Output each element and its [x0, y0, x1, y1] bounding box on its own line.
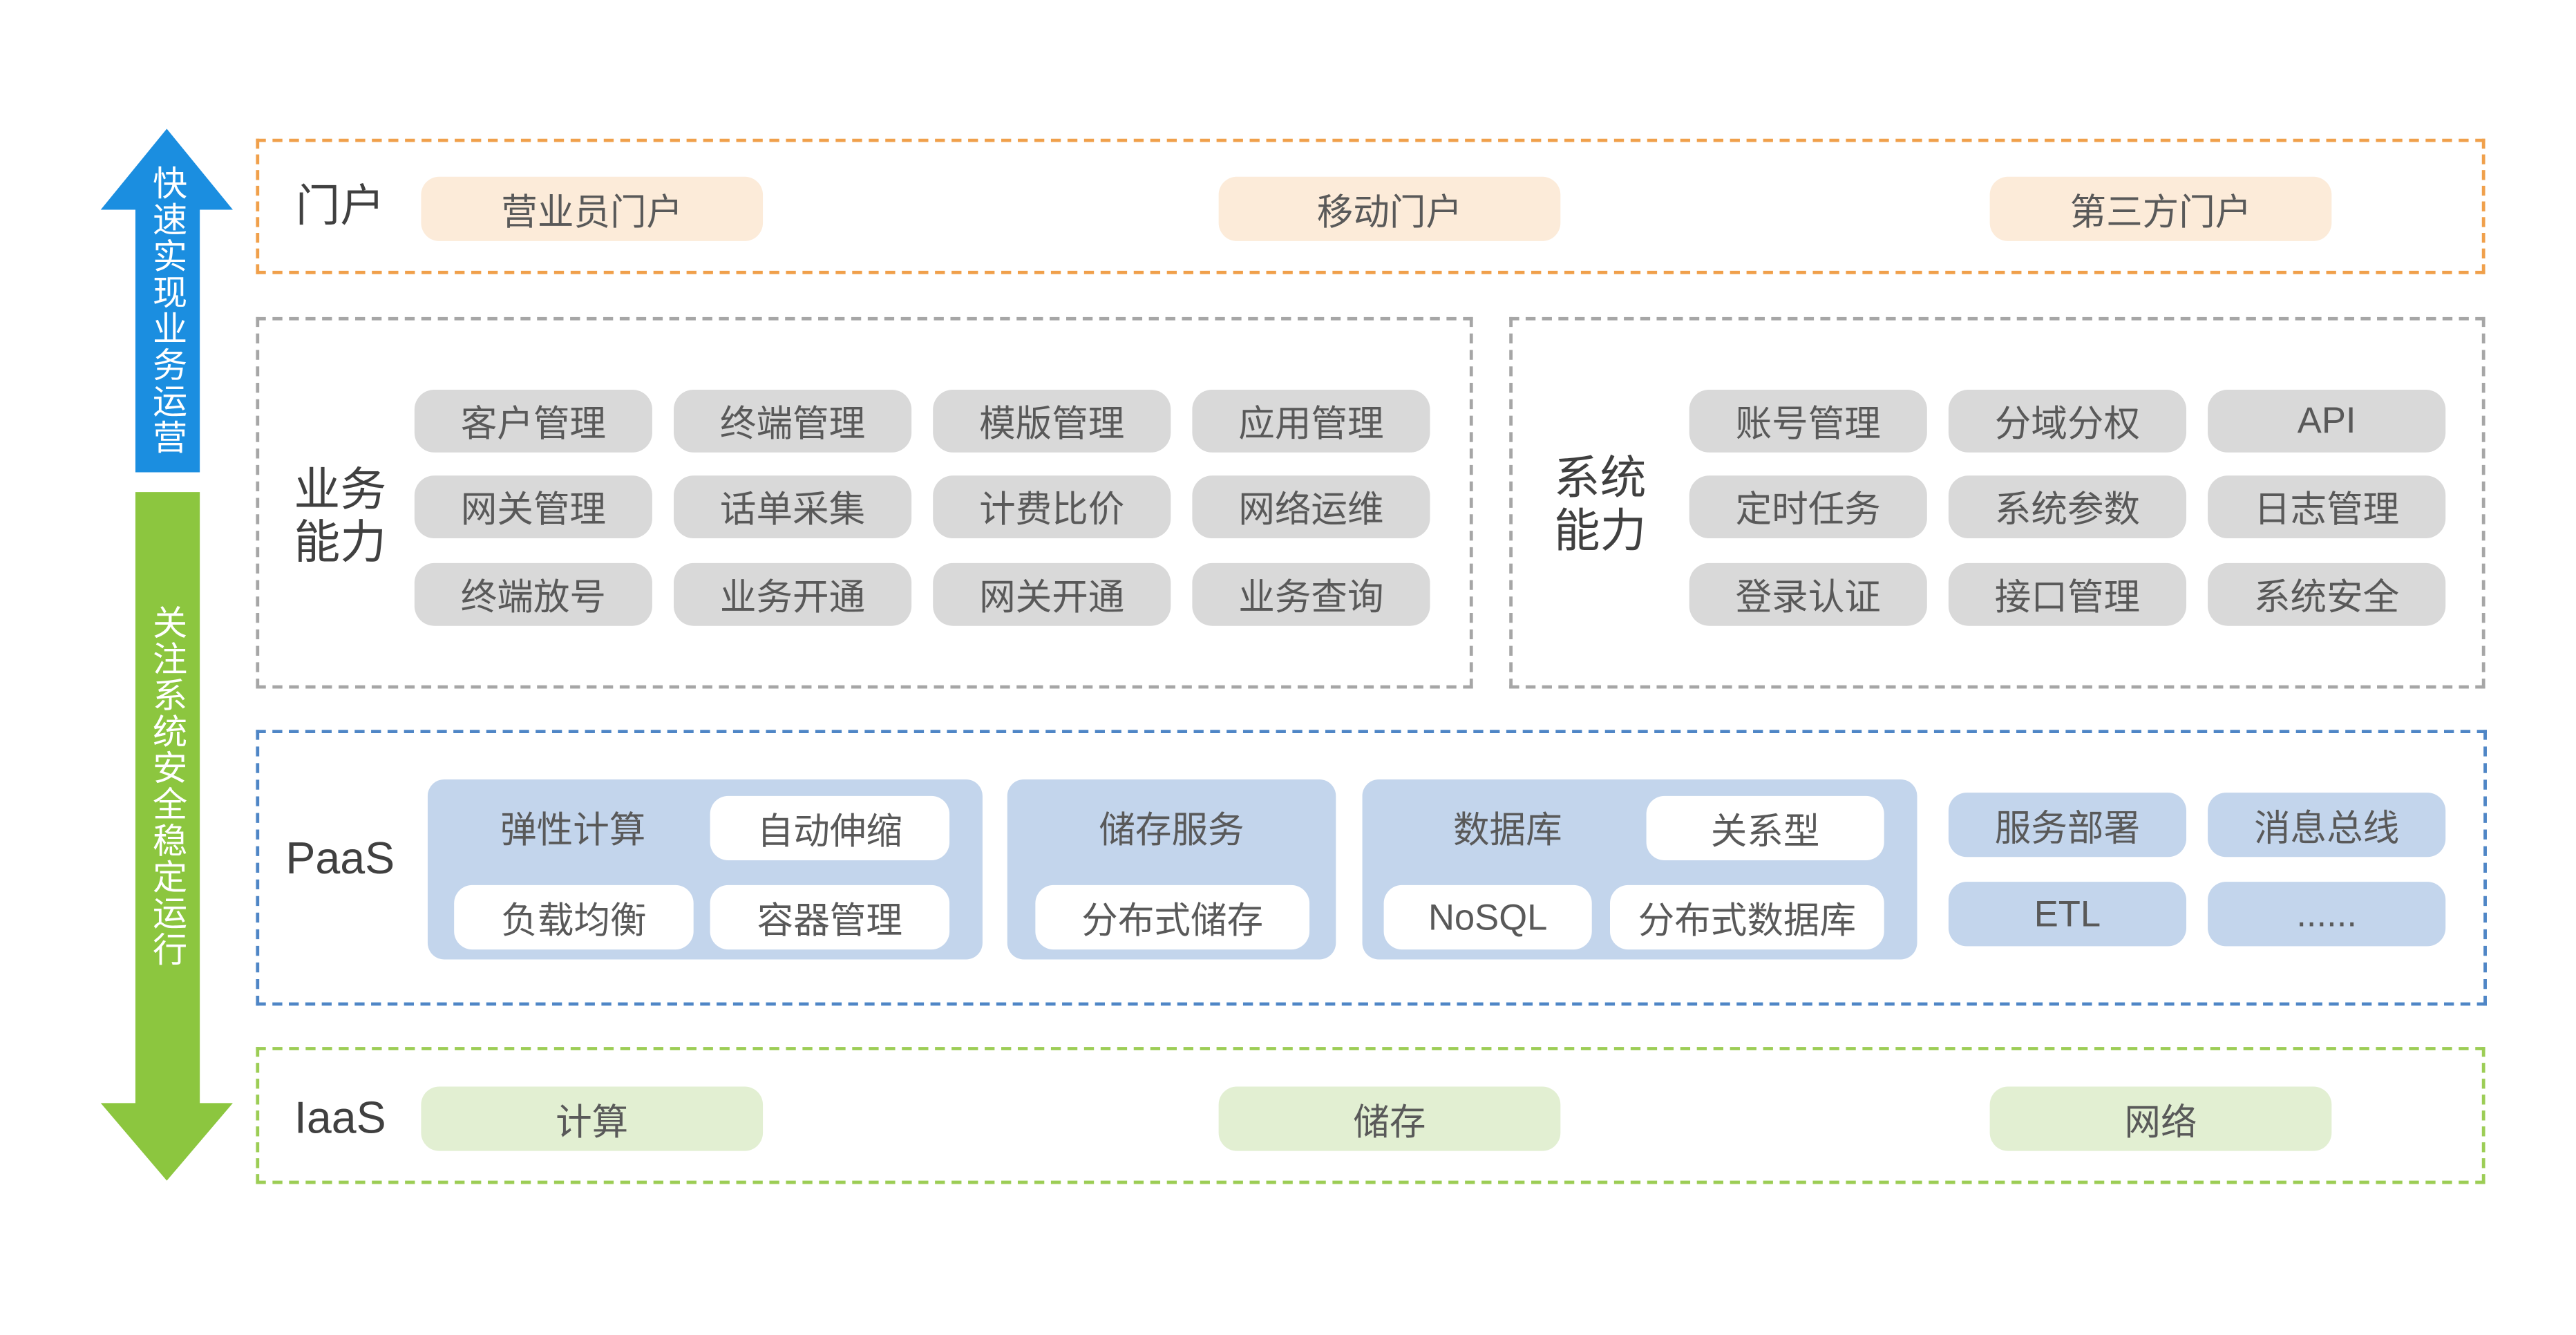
- system-item: API: [2208, 389, 2446, 453]
- iaas-layer: IaaS 计算 储存 网络: [256, 1047, 2485, 1184]
- up-arrow: [100, 129, 233, 473]
- system-label-line2: 能力: [1553, 505, 1647, 557]
- business-item: 模版管理: [933, 389, 1171, 453]
- elastic-compute-title: 弹性计算: [500, 808, 646, 851]
- business-capability-layer: 业务 能力 客户管理 终端管理 模版管理 应用管理 网关管理 话单采集 计费比价…: [256, 316, 1473, 689]
- system-item: 系统参数: [1948, 475, 2187, 539]
- iaas-label: IaaS: [294, 1093, 386, 1143]
- paas-service-item: ......: [2208, 882, 2446, 947]
- down-arrow-text: 关注系统安全稳定运行: [149, 604, 187, 968]
- business-label-line1: 业务: [294, 464, 387, 515]
- elastic-item: 容器管理: [710, 884, 950, 950]
- database-group: 数据库 关系型 NoSQL 分布式数据库: [1362, 779, 1917, 960]
- system-item: 分域分权: [1948, 389, 2187, 453]
- database-title: 数据库: [1452, 808, 1562, 851]
- portal-item: 移动门户: [1218, 176, 1561, 241]
- paas-label: PaaS: [285, 833, 395, 884]
- paas-service-item: 服务部署: [1948, 793, 2187, 858]
- portal-item: 第三方门户: [1989, 176, 2332, 241]
- business-item: 应用管理: [1192, 389, 1430, 453]
- system-item: 接口管理: [1948, 562, 2187, 626]
- business-item: 网络运维: [1192, 475, 1430, 539]
- system-label: 系统 能力: [1541, 453, 1660, 558]
- iaas-item: 网络: [1989, 1086, 2332, 1151]
- paas-service-item: ETL: [1948, 882, 2187, 947]
- business-item: 业务查询: [1192, 562, 1430, 626]
- up-arrow-text: 快速实现业务运营: [149, 164, 187, 456]
- business-item: 话单采集: [674, 475, 912, 539]
- side-arrows: [100, 129, 233, 1181]
- system-capability-layer: 系统 能力 账号管理 分域分权 API 定时任务 系统参数 日志管理 登录认证 …: [1509, 316, 2485, 689]
- business-item: 客户管理: [414, 389, 652, 453]
- system-item: 定时任务: [1689, 475, 1927, 539]
- business-item: 网关开通: [933, 562, 1171, 626]
- system-label-line1: 系统: [1553, 452, 1647, 504]
- storage-service-group: 储存服务 分布式储存: [1007, 779, 1336, 960]
- elastic-item: 自动伸缩: [710, 795, 950, 861]
- business-item: 终端管理: [674, 389, 912, 453]
- business-item: 终端放号: [414, 562, 652, 626]
- database-item: 分布式数据库: [1610, 884, 1884, 950]
- database-item: NoSQL: [1383, 884, 1592, 950]
- portal-label: 门户: [295, 181, 385, 231]
- system-item: 日志管理: [2208, 475, 2446, 539]
- business-label-line2: 能力: [294, 516, 387, 569]
- storage-item: 分布式储存: [1035, 884, 1310, 950]
- business-item: 计费比价: [933, 475, 1171, 539]
- elastic-compute-group: 弹性计算 自动伸缩 负载均衡 容器管理: [427, 779, 983, 960]
- business-item: 网关管理: [414, 475, 652, 539]
- storage-service-title: 储存服务: [1099, 808, 1244, 851]
- portal-layer: 门户 营业员门户 移动门户 第三方门户: [256, 138, 2485, 274]
- portal-item: 营业员门户: [421, 176, 764, 241]
- business-label: 业务 能力: [281, 464, 399, 570]
- system-item: 系统安全: [2208, 562, 2446, 626]
- system-item: 登录认证: [1689, 562, 1927, 626]
- paas-service-item: 消息总线: [2208, 793, 2446, 858]
- down-arrow: [100, 492, 233, 1181]
- business-item: 业务开通: [674, 562, 912, 626]
- iaas-item: 计算: [421, 1086, 764, 1151]
- database-item: 关系型: [1646, 795, 1884, 861]
- iaas-item: 储存: [1218, 1086, 1561, 1151]
- elastic-item: 负载均衡: [454, 884, 694, 950]
- paas-layer: PaaS 弹性计算 自动伸缩 负载均衡 容器管理 储存服务 分布式储存 数据库 …: [256, 730, 2487, 1006]
- system-item: 账号管理: [1689, 389, 1927, 453]
